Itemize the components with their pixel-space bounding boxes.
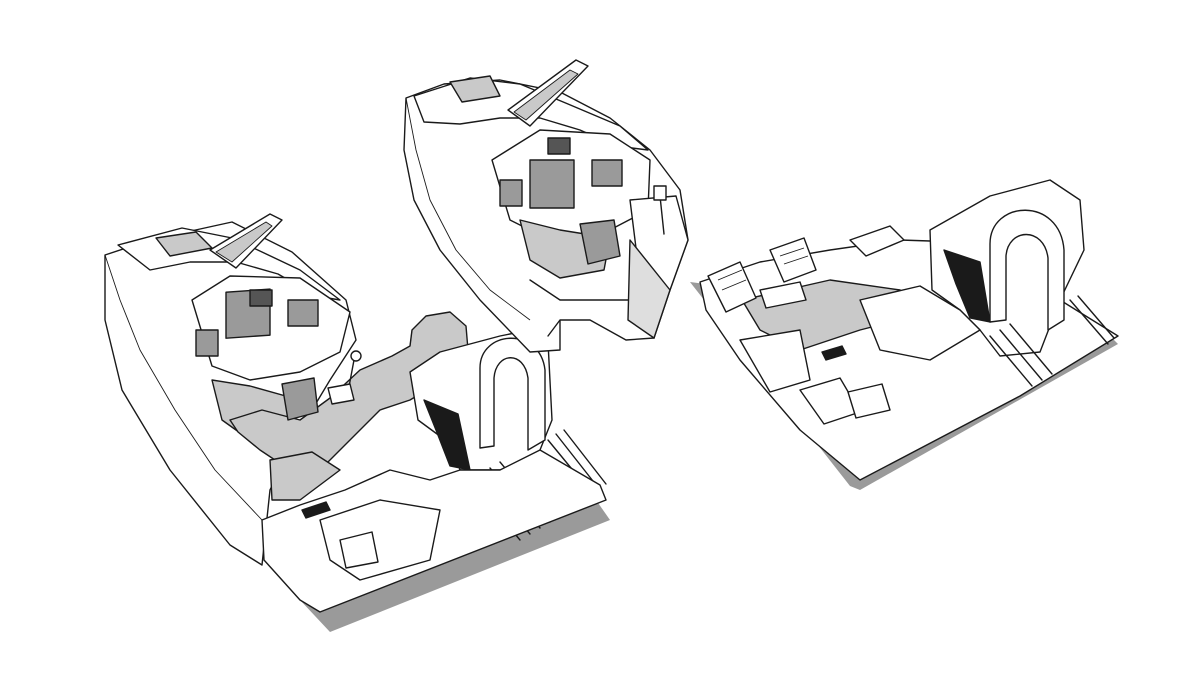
middle-main-display	[529, 159, 575, 209]
rudder-pedals	[707, 237, 817, 313]
cockpit-module-rear	[690, 179, 1119, 490]
cockpit-with-pilot	[104, 213, 610, 632]
cockpit-side-view	[403, 59, 689, 353]
left-cockpit-shadow	[300, 500, 610, 632]
right-seat-rails	[989, 295, 1115, 387]
right-seat-headrest	[989, 209, 1065, 331]
left-seat-headrest	[479, 337, 546, 451]
